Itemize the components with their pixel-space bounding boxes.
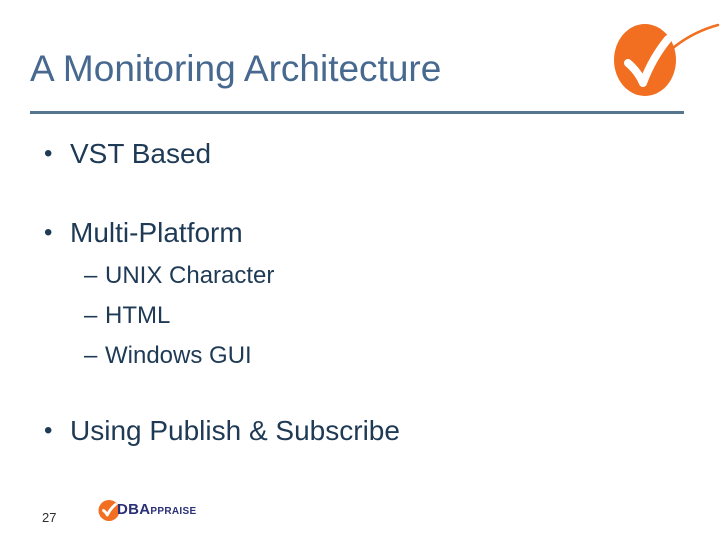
bullet-marker: • — [44, 417, 53, 444]
bullet-text: HTML — [105, 302, 171, 329]
checkmark-circle-icon — [614, 23, 720, 96]
bullet-item: • Multi-Platform — [44, 218, 243, 248]
bullet-text: Windows GUI — [105, 342, 252, 369]
sub-bullet-item: – Windows GUI — [84, 342, 252, 370]
sub-bullet-item: – HTML — [84, 302, 170, 330]
bullet-marker: – — [84, 302, 98, 329]
brand-text-rest: PPRAISE — [150, 506, 197, 517]
dbappraise-logo: DBAPPRAISE — [98, 498, 196, 522]
bullet-item: • VST Based — [44, 139, 211, 169]
brand-text-main: DBA — [117, 501, 151, 518]
bullet-marker: – — [84, 262, 98, 289]
bullet-text: Multi-Platform — [70, 217, 243, 248]
checkmark-circle-icon — [98, 499, 120, 521]
bullet-text: Using Publish & Subscribe — [70, 415, 400, 446]
bullet-marker: • — [44, 140, 53, 167]
title-underline — [30, 111, 684, 114]
page-number: 27 — [42, 510, 57, 525]
bullet-text: UNIX Character — [105, 262, 275, 289]
bullet-marker: • — [44, 219, 53, 246]
bullet-marker: – — [84, 342, 98, 369]
brand-text: DBAPPRAISE — [117, 501, 196, 519]
sub-bullet-item: – UNIX Character — [84, 262, 274, 290]
bullet-text: VST Based — [70, 138, 212, 169]
slide-title: A Monitoring Architecture — [30, 48, 442, 89]
bullet-item: • Using Publish & Subscribe — [44, 416, 400, 446]
